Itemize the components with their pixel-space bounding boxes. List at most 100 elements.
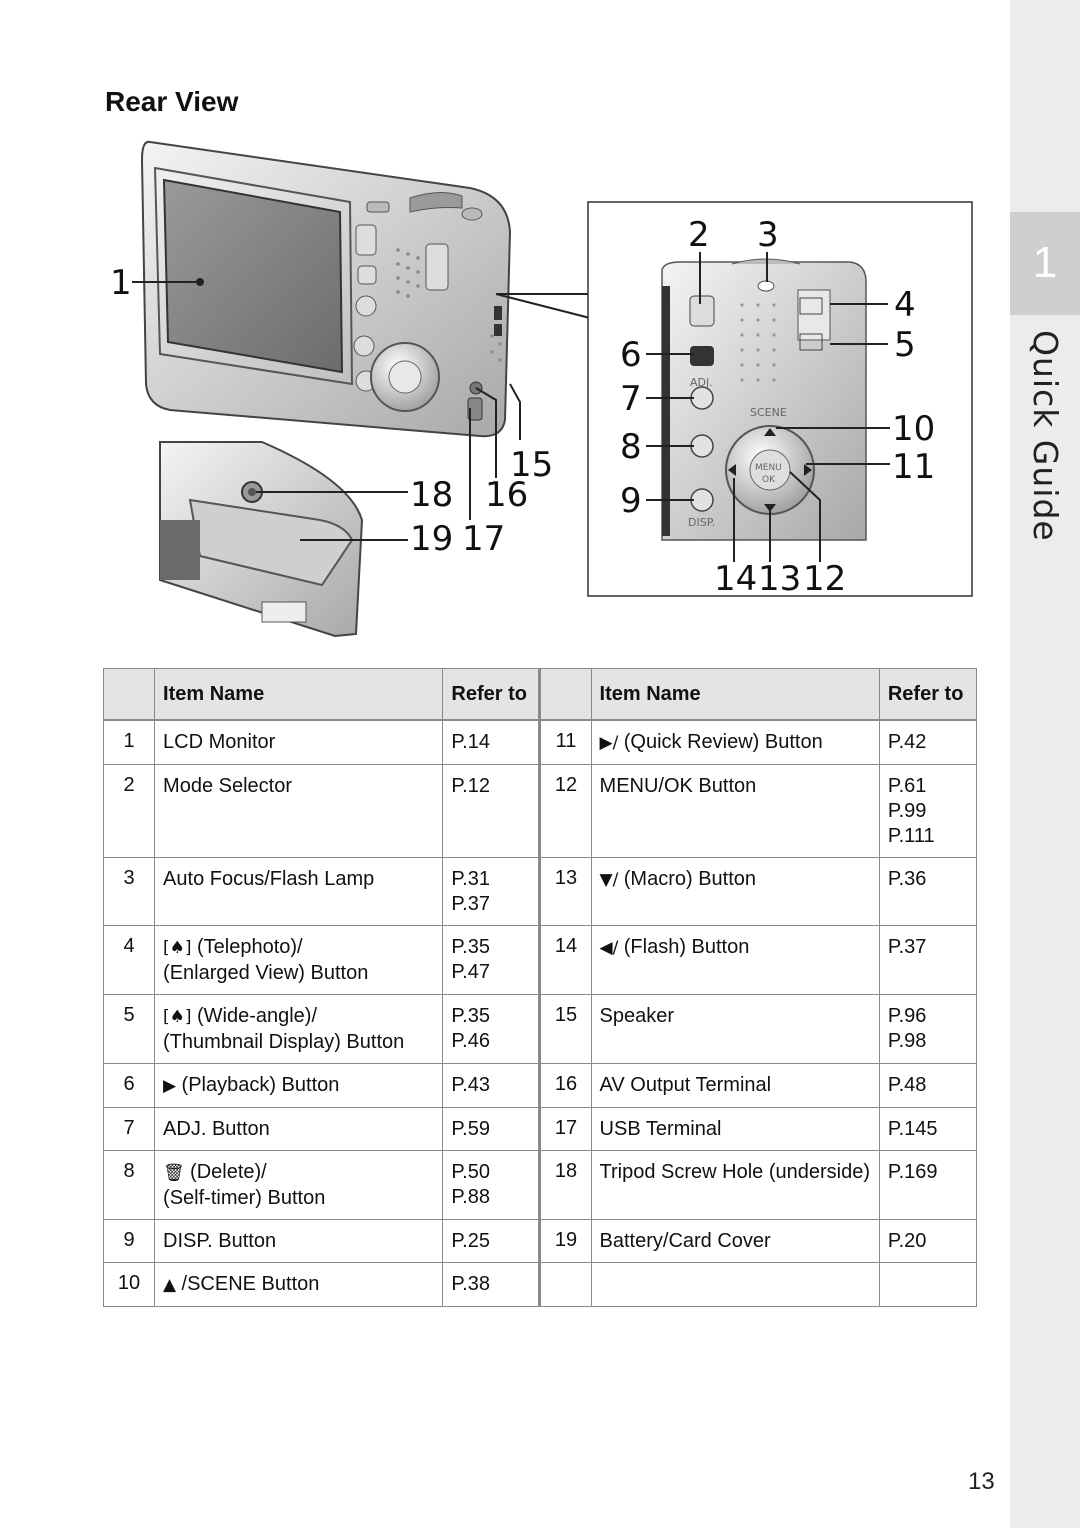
item-name-text: (Delete)/ <box>190 1161 267 1183</box>
item-name: 🗑 (Delete)/ (Self-timer) Button <box>154 1150 444 1220</box>
callout-6: 6 <box>620 335 642 375</box>
header-item-name-left: Item Name <box>154 668 444 721</box>
item-name: ▶/ (Quick Review) Button <box>590 719 880 765</box>
item-name-text: MENU/OK Button <box>599 775 757 797</box>
item-refer-to <box>878 1262 978 1307</box>
item-name-line: DISP. Button <box>163 1229 434 1254</box>
page-reference: P.14 <box>451 731 490 753</box>
item-number: 5 <box>102 994 156 1064</box>
item-number: 16 <box>538 1063 592 1108</box>
item-name: Battery/Card Cover <box>590 1219 880 1263</box>
item-refer-to: P.36 <box>878 857 978 926</box>
scene-label: SCENE <box>750 406 787 419</box>
item-name-text: DISP. Button <box>163 1230 277 1252</box>
callout-13: 13 <box>758 559 801 599</box>
item-number: 3 <box>102 857 156 926</box>
item-name: LCD Monitor <box>154 719 444 765</box>
table-body: 1 LCD Monitor P.14 11 ▶/ (Quick Review) Butt… <box>102 719 978 1307</box>
callout-18: 18 <box>410 475 453 515</box>
chapter-tab <box>1010 212 1080 315</box>
item-name-line: Auto Focus/Flash Lamp <box>163 867 434 892</box>
item-name: Mode Selector <box>154 764 444 858</box>
up-arrow-icon: ▲ <box>163 1275 182 1295</box>
callout-8: 8 <box>620 427 642 467</box>
page-reference: P.37 <box>887 936 927 958</box>
item-number: 1 <box>102 719 156 765</box>
chapter-label: Quick Guide <box>1026 330 1065 542</box>
table-header-row: Item Name Refer to Item Name Refer to <box>102 668 978 721</box>
item-number: 7 <box>102 1107 156 1151</box>
item-name: ◀/ (Flash) Button <box>590 925 880 995</box>
item-refer-to: P.14 <box>442 719 541 765</box>
page-reference: P.98 <box>887 1030 927 1052</box>
item-name-line: Mode Selector <box>163 774 434 799</box>
page-reference: P.59 <box>451 1118 490 1140</box>
page-reference: P.37 <box>451 893 490 915</box>
item-name-text: (Quick Review) Button <box>623 731 823 753</box>
camera-bottom-illustration <box>159 441 364 638</box>
item-name: AV Output Terminal <box>590 1063 880 1108</box>
page-reference: P.42 <box>887 731 927 753</box>
playback-icon: ▶ <box>163 1076 182 1096</box>
item-refer-to: P.20 <box>878 1219 978 1263</box>
callout-3: 3 <box>757 215 779 255</box>
page-reference: P.46 <box>451 1030 490 1052</box>
delete-icon: 🗑 <box>163 1163 191 1183</box>
item-number: 2 <box>102 764 156 858</box>
item-name-line: ▶ (Playback) Button <box>163 1073 434 1099</box>
item-number: 18 <box>538 1150 592 1220</box>
item-name-text: ADJ. Button <box>163 1118 270 1140</box>
item-name-text: (Macro) Button <box>623 868 757 890</box>
page-reference: P.145 <box>887 1118 938 1140</box>
item-name-text: /SCENE Button <box>181 1273 320 1295</box>
item-refer-to: P.43 <box>442 1063 541 1108</box>
item-name-line: AV Output Terminal <box>600 1073 871 1098</box>
item-name-line: Tripod Screw Hole (underside) <box>600 1160 871 1185</box>
item-name-text: (Thumbnail Display) Button <box>163 1031 405 1053</box>
camera-rear-illustration <box>140 140 512 438</box>
item-name-text: LCD Monitor <box>163 731 276 753</box>
item-name-line: ▶/ (Quick Review) Button <box>600 730 871 756</box>
header-number-left <box>102 668 156 721</box>
page-reference: P.36 <box>887 868 927 890</box>
callout-2: 2 <box>688 215 710 255</box>
item-name-text: USB Terminal <box>599 1118 722 1140</box>
item-name-text: (Self-timer) Button <box>163 1187 326 1209</box>
page-reference: P.35 <box>451 1005 490 1027</box>
item-number: 11 <box>538 719 592 765</box>
page-reference: P.111 <box>887 825 935 847</box>
item-name-line: [♠] (Wide-angle)/ <box>163 1004 434 1030</box>
item-refer-to: P.42 <box>878 719 978 765</box>
item-name-text: Speaker <box>599 1005 675 1027</box>
page-reference: P.12 <box>451 775 490 797</box>
item-name <box>590 1262 880 1307</box>
item-name: ▼/ (Macro) Button <box>590 857 880 926</box>
item-refer-to: P.48 <box>878 1063 978 1108</box>
item-number: 17 <box>538 1107 592 1151</box>
callout-12: 12 <box>803 559 846 599</box>
item-name-line: [♠] (Telephoto)/ <box>163 935 434 961</box>
menu-label: MENU <box>755 463 782 473</box>
inset-illustration: ADJ. SCENE DISP. MENU OK <box>661 258 867 541</box>
item-refer-to: P.25 <box>442 1219 541 1263</box>
item-number: 12 <box>538 764 592 858</box>
left-arrow-icon: ◀/ <box>599 938 624 958</box>
page-reference: P.38 <box>451 1273 490 1295</box>
item-name: USB Terminal <box>590 1107 880 1151</box>
item-name: Tripod Screw Hole (underside) <box>590 1150 880 1220</box>
item-name-line: ▼/ (Macro) Button <box>600 867 871 893</box>
item-name-line: ADJ. Button <box>163 1117 434 1142</box>
item-number: 4 <box>102 925 156 995</box>
item-name-text: Auto Focus/Flash Lamp <box>163 868 375 890</box>
item-name-text: (Wide-angle)/ <box>196 1005 318 1027</box>
callout-11: 11 <box>892 447 935 487</box>
